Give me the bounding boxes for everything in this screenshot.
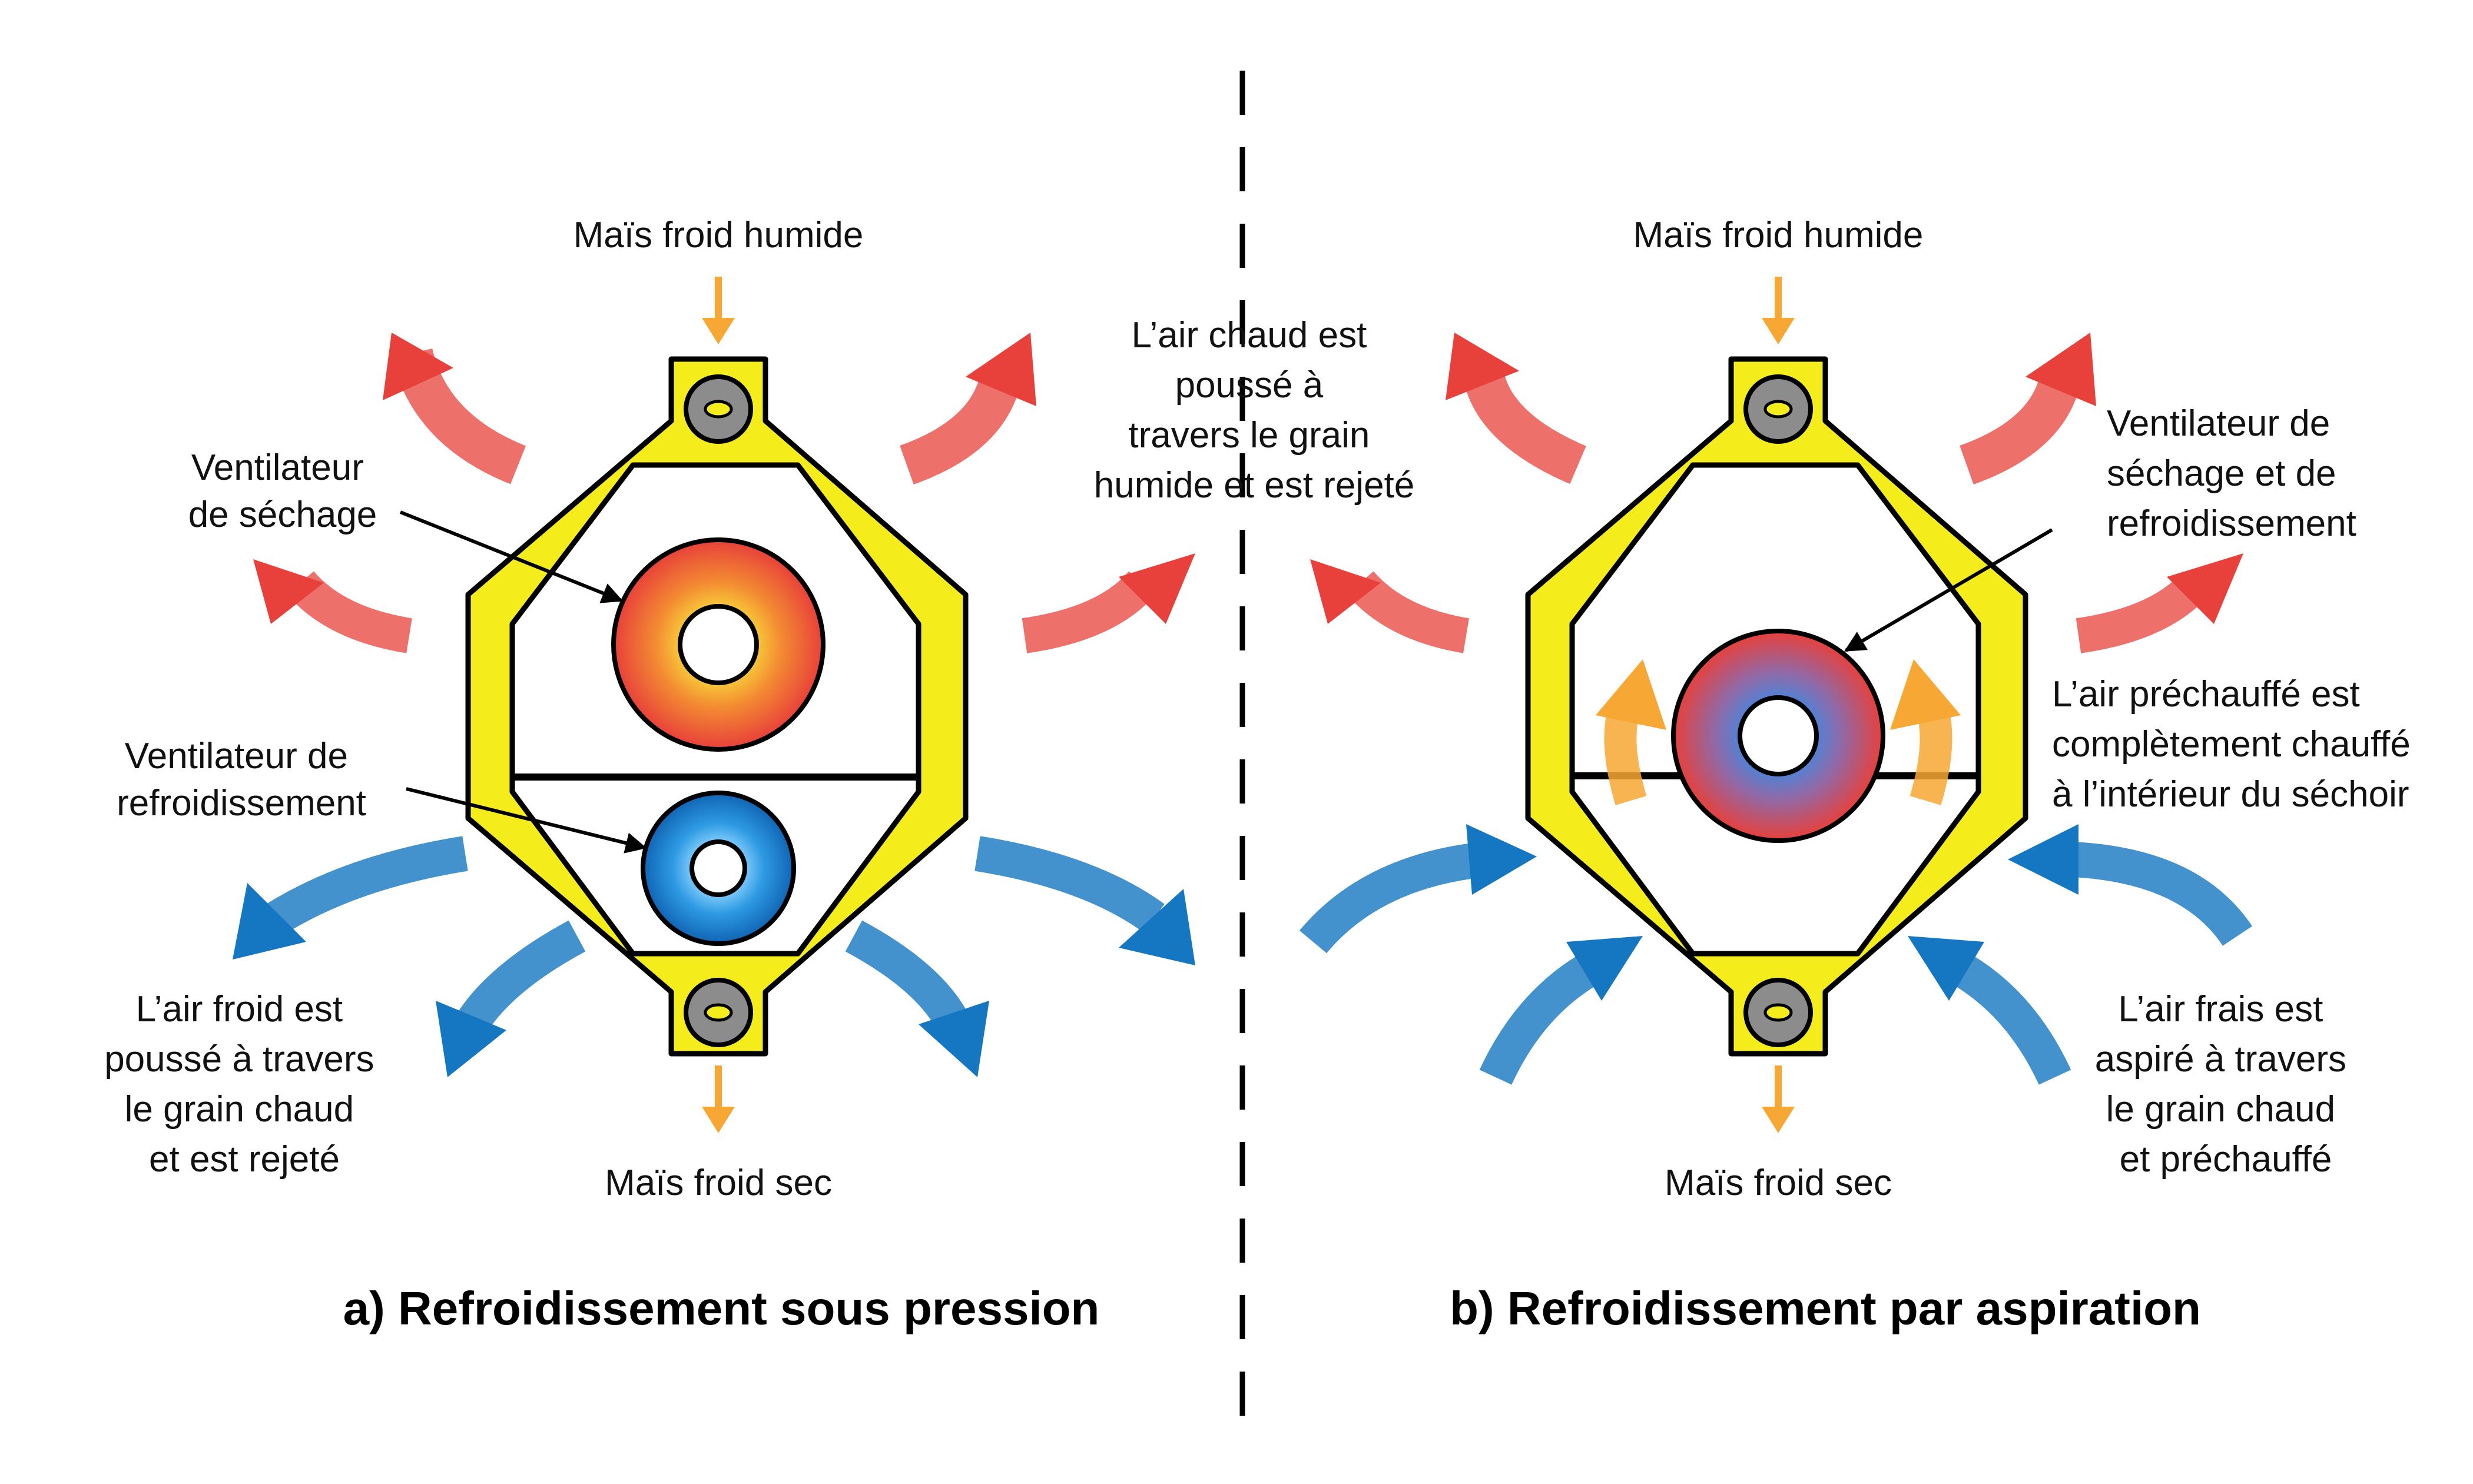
input-label: Maïs froid humide: [1633, 215, 1924, 255]
drying-fan: [611, 537, 826, 752]
fresh-air-arrowhead: [1566, 936, 1643, 1001]
pivot-top: [684, 374, 753, 444]
cold-air-arrow-lower-right: [845, 920, 970, 1033]
grain-outlet-arrowhead: [702, 1107, 735, 1133]
drying-fan-leader: [399, 510, 624, 603]
cold-air-arrow-left: [267, 836, 468, 934]
cold-air-arrow-right: [974, 836, 1165, 933]
pivot-top: [1743, 374, 1813, 444]
hot-air-arrow-mid-left: [1347, 570, 1470, 653]
pivot-bottom: [1743, 978, 1813, 1047]
preheated-air-arrowhead: [1890, 659, 1961, 730]
fresh-air-label: L’air frais est aspiré à travers le grai…: [2095, 989, 2357, 1180]
fresh-air-arrow-lower-left: [1479, 950, 1605, 1085]
fresh-air-arrowhead: [2008, 824, 2078, 895]
hot-air-arrowhead: [1119, 553, 1195, 624]
grain-inlet-arrowhead: [702, 318, 735, 344]
cold-air-arrowhead: [1119, 889, 1195, 965]
preheated-air-arrowhead: [1596, 659, 1666, 730]
cold-air-arrow-lower-left: [456, 920, 586, 1034]
output-label: Maïs froid sec: [1665, 1163, 1892, 1203]
exhaust-label: L’air chaud est poussé à travers le grai…: [1094, 315, 1415, 506]
drying-fan-label: Ventilateur de séchage: [188, 447, 377, 535]
cold-air-arrowhead: [436, 1001, 506, 1077]
cooling-fan: [641, 791, 796, 946]
hot-air-arrow-top-right: [899, 371, 1022, 484]
panel-a: Maïs froid humide Maïs froid sec Ventila…: [104, 215, 1414, 1334]
cold-air-arrowhead: [919, 1001, 989, 1077]
hot-air-arrowhead: [383, 333, 453, 400]
hot-air-arrow-top-right: [1959, 371, 2081, 484]
hot-air-arrow-mid-right: [1022, 570, 1156, 653]
hot-air-arrow-mid-right: [2076, 570, 2210, 653]
fresh-air-arrow-lower-right: [1946, 950, 2071, 1085]
cooling-fan-label: Ventilateur de refroidissement: [117, 736, 366, 824]
grain-inlet-arrowhead: [1762, 318, 1795, 344]
hot-air-arrowhead: [1310, 559, 1381, 624]
fresh-air-arrowhead: [1466, 824, 1537, 895]
hot-air-arrowhead: [2026, 333, 2096, 406]
hot-air-arrow-mid-left: [287, 570, 412, 653]
grain-outlet-arrowhead: [1762, 1107, 1795, 1133]
hot-air-arrow-top-left: [1463, 371, 1587, 484]
fresh-air-arrow-right: [2071, 842, 2252, 947]
hot-air-arrowhead: [2167, 553, 2243, 624]
fresh-air-arrow-left: [1299, 842, 1486, 954]
hot-air-arrowhead: [966, 333, 1036, 406]
caption-b: b) Refroidissement par aspiration: [1450, 1282, 2201, 1334]
cold-air-label: L’air froid est poussé à travers le grai…: [104, 989, 384, 1180]
pivot-bottom: [684, 978, 753, 1047]
panel-b: Maïs froid humide Maïs froid sec Ventila…: [1299, 215, 2421, 1334]
caption-a: a) Refroidissement sous pression: [343, 1282, 1100, 1334]
fresh-air-arrowhead: [1908, 936, 1984, 1001]
input-label: Maïs froid humide: [574, 215, 864, 255]
hot-air-arrowhead: [1446, 333, 1519, 400]
preheated-label: L’air préchauffé est complètement chauff…: [2052, 674, 2421, 815]
cooling-fan-leader: [406, 787, 647, 854]
cold-air-arrowhead: [233, 883, 306, 960]
fan-leader: [1844, 528, 2053, 652]
hot-air-arrowhead: [253, 559, 324, 624]
output-label: Maïs froid sec: [605, 1163, 832, 1203]
drying-cooling-fan: [1671, 629, 1885, 843]
fan-label: Ventilateur de séchage et de refroidisse…: [2107, 403, 2356, 544]
